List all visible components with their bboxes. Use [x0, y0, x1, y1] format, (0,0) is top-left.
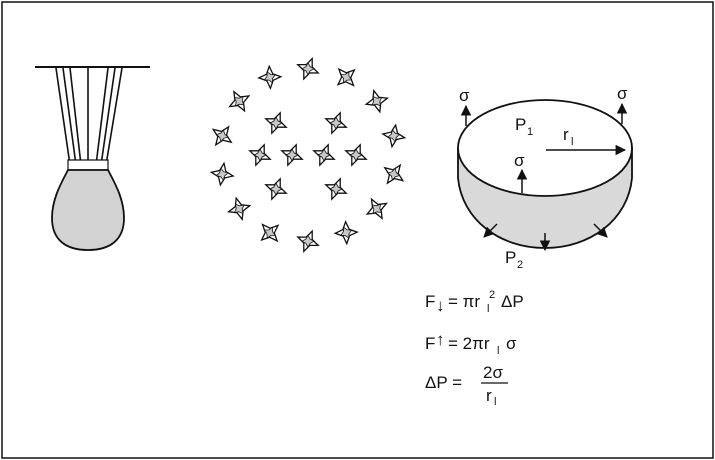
svg-text:2σ: 2σ [483, 363, 503, 382]
svg-text:↓: ↓ [436, 296, 445, 315]
svg-text:ΔP =: ΔP = [425, 373, 462, 392]
molecule-icon [209, 161, 235, 187]
svg-text:= 2πr: = 2πr [448, 334, 490, 353]
pressure-arrow-right [593, 223, 608, 238]
p1-label: P [515, 115, 526, 134]
sigma-label-right: σ [617, 84, 628, 103]
molecule-icon [280, 143, 304, 167]
molecule-icon [324, 177, 348, 201]
molecule-icon [333, 219, 359, 246]
molecule-icon [248, 143, 272, 167]
molecule-icon [260, 223, 280, 243]
svg-text:l: l [497, 345, 499, 357]
svg-text:ΔP: ΔP [501, 292, 524, 311]
molecule-icon [257, 64, 283, 91]
molecule-icon [226, 196, 252, 221]
svg-text:↑: ↑ [436, 330, 445, 349]
equation-force-up: F ↑ = 2πr l σ [425, 330, 517, 357]
sigma-label-left: σ [459, 86, 470, 105]
radius-label: r [563, 125, 569, 144]
molecule-cluster [209, 57, 407, 253]
molecule-icon [344, 143, 368, 167]
capillary-strands [55, 67, 123, 166]
molecule-icon [228, 90, 251, 113]
p2-label: P [505, 248, 516, 267]
molecule-icon [264, 111, 288, 135]
molecule-icon [264, 177, 288, 201]
p1-subscript: 1 [527, 126, 533, 138]
cup-diagram: σ σ σ P 1 r l P 2 [457, 84, 633, 271]
molecule-icon [336, 67, 356, 87]
cup-rim [457, 99, 633, 197]
molecule-icon [364, 89, 390, 114]
svg-text:r: r [486, 386, 492, 405]
equation-laplace: ΔP = 2σ r l [425, 363, 508, 408]
equations: F ↓ = πr l 2 ΔP F ↑ = 2πr l σ ΔP = 2σ r … [425, 289, 524, 408]
pendant-drop [35, 66, 150, 251]
molecule-icon [312, 143, 336, 167]
pressure-arrow-left [483, 223, 498, 238]
svg-text:σ: σ [506, 334, 517, 353]
sigma-label-center: σ [514, 151, 525, 170]
radius-subscript: l [571, 136, 573, 148]
svg-text:l: l [494, 396, 496, 408]
molecule-icon [296, 229, 320, 253]
svg-text:F: F [425, 334, 435, 353]
molecule-icon [381, 123, 407, 149]
equation-force-down: F ↓ = πr l 2 ΔP [425, 289, 524, 315]
svg-text:F: F [425, 292, 435, 311]
drop-body [51, 169, 125, 251]
molecule-icon [296, 57, 320, 81]
molecule-icon [365, 197, 388, 220]
molecule-icon [211, 125, 233, 147]
svg-text:= πr: = πr [448, 292, 480, 311]
drop-neck [67, 159, 109, 171]
svg-text:l: l [487, 303, 489, 315]
molecule-icon [324, 111, 348, 135]
molecule-icon [383, 163, 405, 185]
p2-subscript: 2 [517, 259, 523, 271]
svg-text:2: 2 [489, 289, 495, 301]
